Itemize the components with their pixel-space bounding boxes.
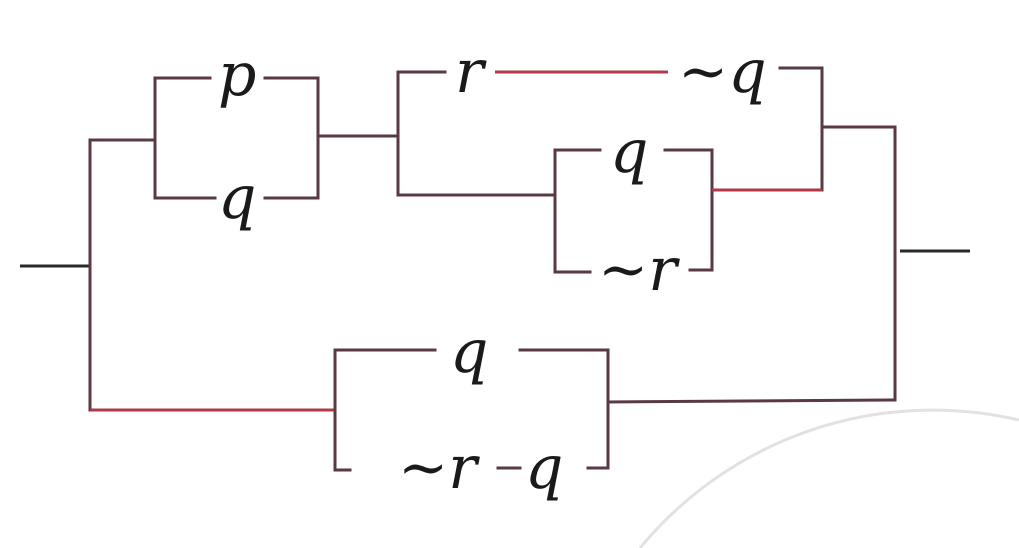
switch-q-inner-label: q	[610, 117, 648, 187]
inner-q-not-r-block	[553, 148, 822, 274]
switch-q-left-label: q	[218, 163, 256, 233]
switch-p-label: p	[218, 40, 256, 110]
switch-q-bottom-label: q	[450, 317, 488, 387]
switch-not-r-inner-label: ~r	[598, 235, 680, 305]
r-block	[396, 66, 824, 197]
switch-r-top-label: r	[455, 37, 487, 107]
lower-output-join	[606, 398, 897, 404]
switch-q-bottom-series-label: q	[525, 433, 563, 503]
background-arc	[638, 408, 1019, 548]
switch-not-q-top-label: ~q	[678, 37, 767, 107]
bottom-q-block	[333, 348, 610, 472]
p-q-parallel-block	[153, 76, 320, 200]
switch-not-r-bottom-label: ~r	[398, 433, 480, 503]
